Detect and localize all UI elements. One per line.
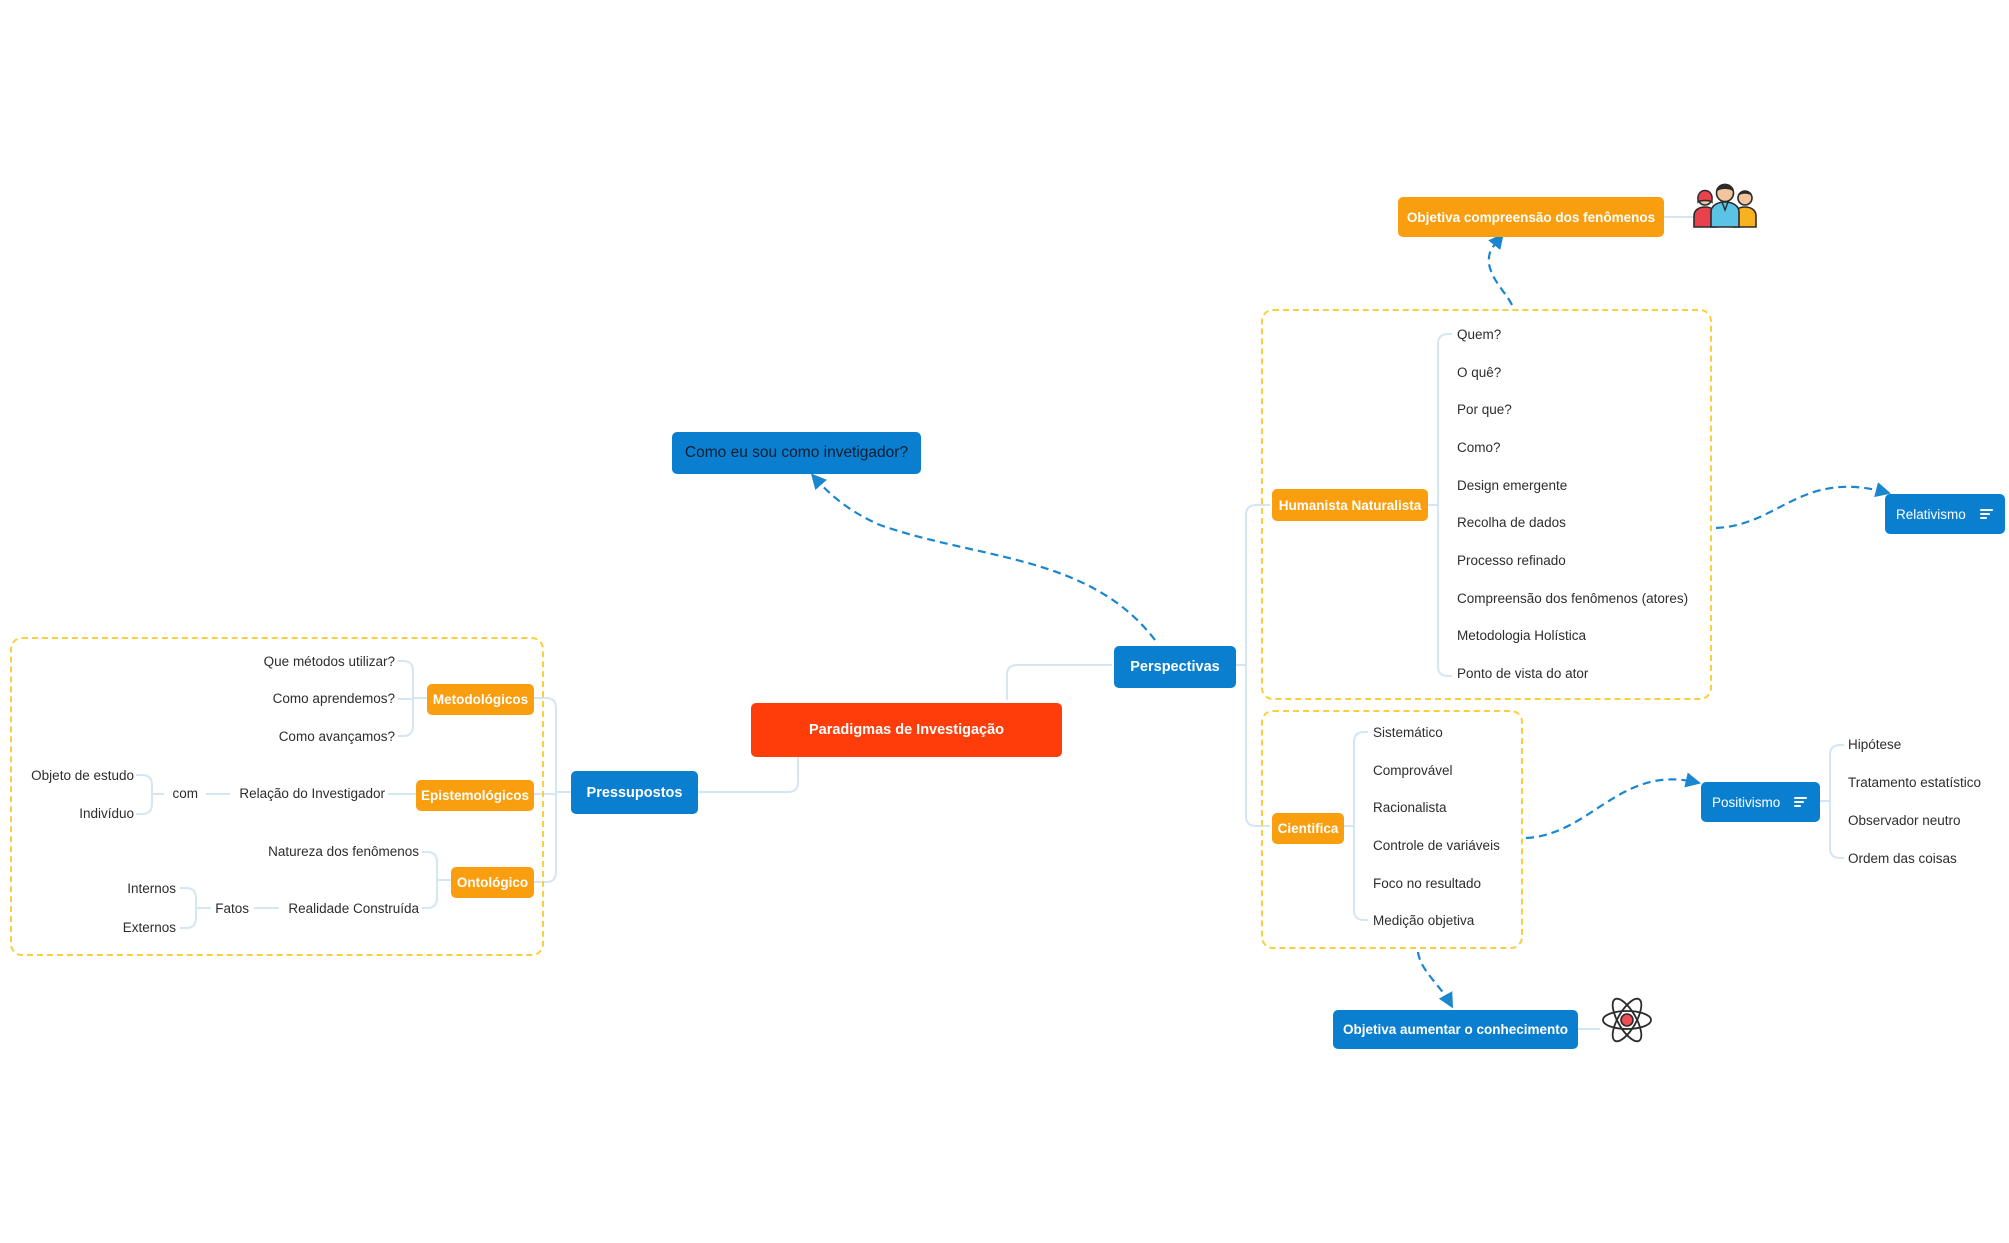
positivismo-item[interactable]: Hipótese — [1848, 737, 1902, 752]
cientifica-item[interactable]: Racionalista — [1373, 800, 1447, 815]
cientifica-item[interactable]: Foco no resultado — [1373, 876, 1482, 891]
bracket-positivismo — [1818, 744, 1844, 859]
humanista-item[interactable]: O quê? — [1457, 365, 1502, 380]
humanista-item[interactable]: Design emergente — [1457, 478, 1568, 493]
cientifica-item[interactable]: Controle de variáveis — [1373, 838, 1500, 853]
relation-cientifica-positivismo — [1525, 772, 1702, 840]
notes-icon[interactable] — [1979, 507, 1993, 521]
epistemologicos-relacao[interactable]: Relação do Investigador — [239, 786, 385, 801]
fatos-item[interactable]: Internos — [127, 881, 176, 896]
floating-objetiva-aumentar[interactable]: Objetiva aumentar o conhecimento — [1333, 1010, 1578, 1049]
relation-cientifica-aumentar — [1416, 951, 1453, 1009]
epistemologicos-com[interactable]: com — [172, 786, 198, 801]
boundary-pressupostos — [10, 637, 544, 956]
boundary-cientifica — [1261, 710, 1523, 949]
bracket-ontologico — [180, 851, 451, 929]
branch-central-perspectivas — [1006, 664, 1112, 700]
floating-relativismo[interactable]: Relativismo — [1885, 494, 2005, 534]
relativismo-label: Relativismo — [1896, 506, 1966, 522]
bracket-humanista — [1426, 333, 1452, 677]
ontologico-fatos[interactable]: Fatos — [215, 901, 249, 916]
ontologico-natureza[interactable]: Natureza dos fenômenos — [268, 844, 419, 859]
topic-pressupostos[interactable]: Pressupostos — [571, 771, 698, 814]
floating-positivismo[interactable]: Positivismo — [1701, 782, 1820, 822]
humanista-item[interactable]: Processo refinado — [1457, 553, 1566, 568]
central-topic[interactable]: Paradigmas de Investigação — [751, 703, 1062, 757]
link-epistemologicos — [136, 774, 416, 815]
epistemologicos-item[interactable]: Objeto de estudo — [31, 768, 134, 783]
humanista-item[interactable]: Por que? — [1457, 402, 1512, 417]
positivismo-item[interactable]: Tratamento estatístico — [1848, 775, 1982, 790]
bracket-pressupostos — [534, 697, 571, 883]
humanista-item[interactable]: Como? — [1457, 440, 1501, 455]
cientifica-item[interactable]: Comprovável — [1373, 763, 1453, 778]
people-group-icon[interactable] — [1693, 180, 1757, 228]
floating-como-eu[interactable]: Como eu sou como invetigador? — [672, 432, 921, 474]
humanista-item[interactable]: Recolha de dados — [1457, 515, 1566, 530]
bracket-cientifica — [1340, 731, 1368, 921]
relation-perspectivas-comoeu — [810, 473, 1156, 641]
bracket-metodologicos — [398, 660, 427, 737]
subtopic-humanista[interactable]: Humanista Naturalista — [1272, 489, 1428, 521]
humanista-item[interactable]: Metodologia Holística — [1457, 628, 1587, 643]
floating-objetiva-compreensao[interactable]: Objetiva compreensão dos fenômenos — [1398, 197, 1664, 237]
topic-perspectivas[interactable]: Perspectivas — [1114, 646, 1236, 688]
positivismo-label: Positivismo — [1712, 794, 1781, 810]
positivismo-item[interactable]: Ordem das coisas — [1848, 851, 1957, 866]
humanista-item[interactable]: Ponto de vista do ator — [1457, 666, 1589, 681]
notes-icon[interactable] — [1794, 795, 1808, 809]
fatos-item[interactable]: Externos — [122, 920, 176, 935]
atom-icon[interactable] — [1600, 993, 1654, 1047]
subtopic-ontologico[interactable]: Ontológico — [451, 867, 534, 898]
humanista-item[interactable]: Quem? — [1457, 327, 1502, 342]
relation-humanista-compreensao — [1487, 233, 1513, 306]
metodologicos-item[interactable]: Como avançamos? — [278, 729, 395, 744]
branch-central-pressupostos — [696, 756, 799, 793]
metodologicos-item[interactable]: Que métodos utilizar? — [263, 654, 395, 669]
humanista-item[interactable]: Compreensão dos fenômenos (atores) — [1457, 591, 1689, 606]
subtopic-epistemologicos[interactable]: Epistemológicos — [416, 780, 534, 811]
positivismo-item[interactable]: Observador neutro — [1848, 813, 1961, 828]
subtopic-cientifica[interactable]: Cientifica — [1272, 813, 1344, 844]
cientifica-item[interactable]: Sistemático — [1373, 725, 1443, 740]
boundary-humanista — [1261, 309, 1712, 700]
ontologico-realidade[interactable]: Realidade Construída — [288, 901, 419, 916]
subtopic-metodologicos[interactable]: Metodológicos — [427, 684, 534, 715]
epistemologicos-item[interactable]: Indivíduo — [79, 806, 134, 821]
cientifica-item[interactable]: Medição objetiva — [1373, 913, 1475, 928]
metodologicos-item[interactable]: Como aprendemos? — [272, 691, 395, 706]
relation-humanista-relativismo — [1715, 482, 1891, 530]
